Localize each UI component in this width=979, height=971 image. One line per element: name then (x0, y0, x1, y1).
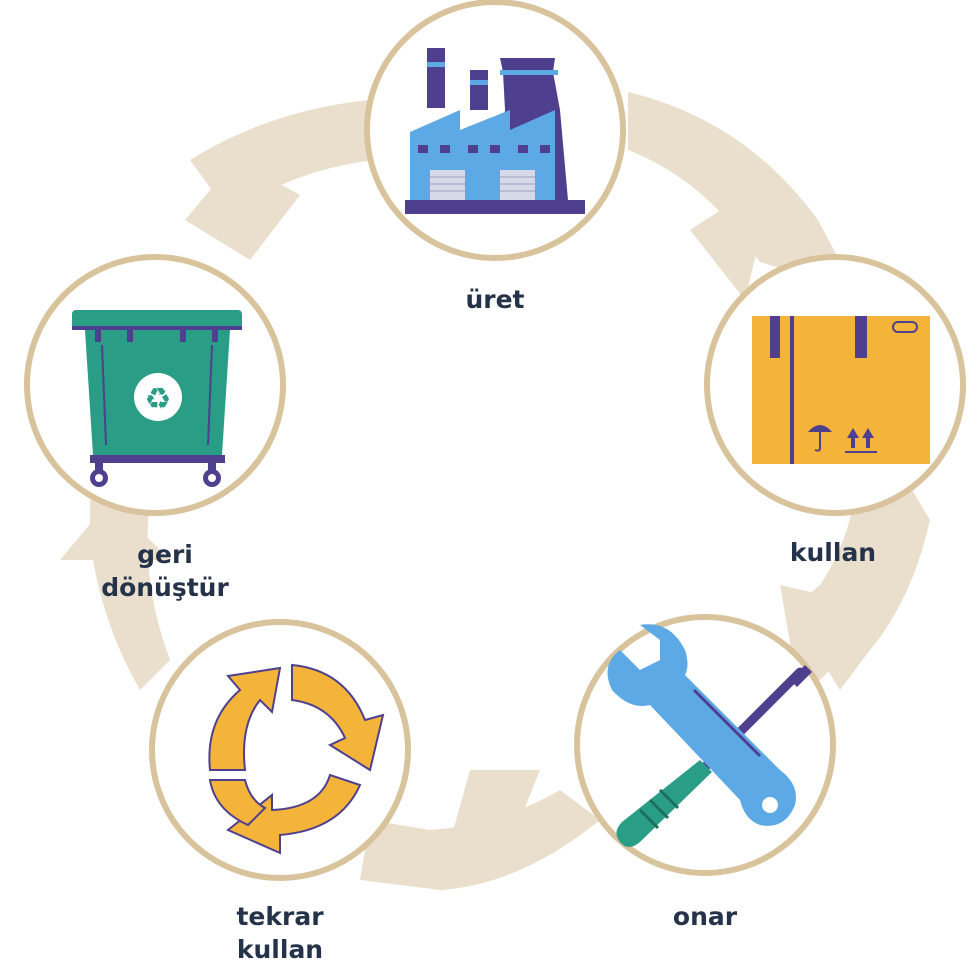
cardboard-box-icon (752, 316, 930, 464)
node-label-tekrar-kullan-line2: kullan (236, 935, 324, 964)
node-label-geri-donustur-line2: dönüştür (101, 573, 229, 602)
node-label-kullan-line1: kullan (789, 538, 877, 567)
factory-icon (405, 48, 585, 214)
node-label-uret-line1: üret (465, 285, 525, 314)
cycle-arrow-onar-to-tekrar-tip (445, 770, 540, 870)
node-label-geri-donustur: geri dönüştür (90, 538, 240, 604)
node-label-onar: onar (650, 900, 760, 933)
node-label-tekrar-kullan-line1: tekrar (236, 902, 324, 931)
reuse-arrows-icon (208, 663, 385, 855)
svg-text:♻: ♻ (145, 382, 172, 417)
node-circle-tekrar-kullan (149, 619, 411, 881)
cycle-arrows (60, 92, 930, 890)
node-label-tekrar-kullan: tekrar kullan (215, 900, 345, 966)
node-label-uret: üret (445, 283, 545, 316)
wrench-screwdriver-icon (607, 624, 812, 847)
recycling-bin-icon: ♻ (72, 310, 242, 487)
node-label-kullan: kullan (768, 536, 898, 569)
node-label-geri-donustur-line1: geri (137, 540, 193, 569)
cycle-arrow-tekrar-to-geri-tip (60, 500, 170, 560)
node-label-onar-line1: onar (672, 902, 738, 931)
cycle-arrow-geri-to-uret-tip (185, 160, 300, 260)
cycle-arrow-uret-to-kullan (628, 92, 855, 290)
cycle-arrow-uret-to-kullan-tip (690, 175, 775, 300)
